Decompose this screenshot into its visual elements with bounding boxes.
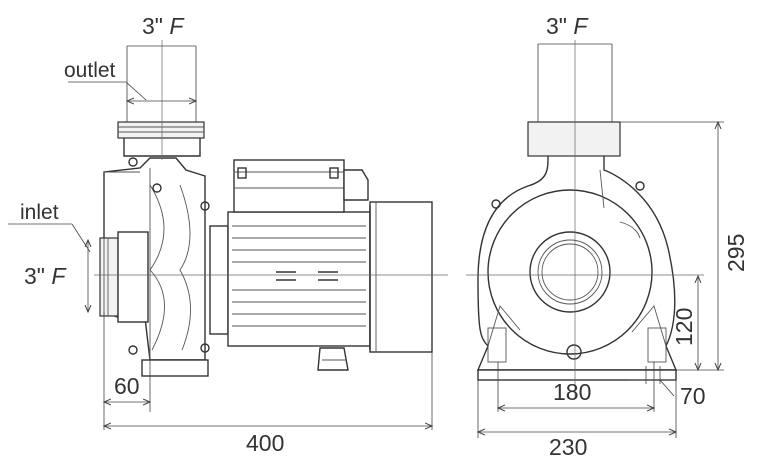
side-volute [476,155,678,381]
outlet-label: outlet [64,59,116,82]
width-230-dimension [478,380,676,438]
outlet-pipe [117,46,205,157]
inlet-label: inlet [20,201,59,224]
inlet-flange [99,231,149,323]
dim-120-label: 120 [671,308,697,346]
length-400-dimension [104,352,432,430]
offset-60-dimension [104,312,150,430]
side-outlet-size-label: 3" F [546,13,589,39]
dim-70-label: 70 [680,383,706,409]
dim-230-label: 230 [549,434,587,459]
inlet-size-label: 3" F [24,263,67,289]
motor [209,159,433,371]
dim-60-label: 60 [114,373,140,399]
slot-70-dimension [630,366,676,397]
side-view [466,40,724,438]
side-outlet-pipe [527,43,621,157]
cooling-fins [232,225,366,327]
spacing-180-dimension [498,362,654,412]
front-view [8,40,448,430]
dim-400-label: 400 [246,430,284,456]
pump-casing [103,157,210,377]
inlet-dimension [8,223,90,312]
dim-295-label: 295 [723,234,749,272]
outlet-size-label: 3" F [142,13,185,39]
dim-180-label: 180 [553,379,591,405]
outlet-dimension [68,81,196,101]
